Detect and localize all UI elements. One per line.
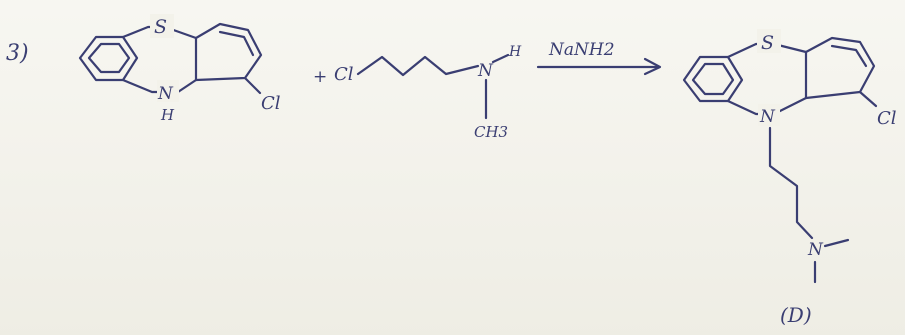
reactant-chlorine-label: Cl [334, 64, 354, 85]
n-hydrogen-bond [491, 53, 510, 64]
reactant-phenothiazine: S N H Cl [78, 14, 281, 124]
product-methyl-bond-right [823, 238, 850, 248]
nitrogen-atom-label: N [157, 84, 174, 104]
product-chlorine-label: Cl [877, 108, 897, 129]
reagent-label: NaNH2 [548, 40, 615, 60]
reaction-arrow: NaNH2 [536, 40, 662, 76]
amine-nitrogen-label: N [477, 61, 494, 81]
product-chlorpromazine: S N Cl N (D) [682, 29, 897, 327]
left-ring-inner-bonds [87, 42, 131, 74]
reactant-chloropropylamine: Cl N H CH3 [334, 44, 522, 141]
product-chlorine-bond [858, 90, 878, 108]
product-right-benzene-ring [804, 36, 876, 100]
right-ring-inner-bonds [218, 30, 255, 57]
left-benzene-ring [78, 35, 139, 82]
product-right-ring-inner-bonds [830, 44, 868, 68]
product-compound-label: (D) [780, 303, 812, 327]
propyl-chain-bonds [356, 55, 480, 77]
product-propyl-chain [768, 126, 814, 240]
product-ring-nitrogen-label: N [759, 107, 776, 127]
sulfur-atom-label: S [154, 16, 167, 38]
chlorine-bond [243, 76, 262, 95]
nh-hydrogen-label: H [160, 106, 175, 124]
plus-sign: + [313, 67, 327, 87]
chlorine-substituent-label: Cl [261, 93, 281, 114]
product-sulfur-label: S [761, 32, 774, 54]
product-left-ring-inner-bonds [691, 62, 735, 96]
arrow-head [643, 57, 662, 76]
methyl-label: CH3 [474, 123, 508, 141]
right-benzene-ring [194, 22, 263, 82]
product-left-benzene-ring [682, 55, 744, 103]
amine-hydrogen-label: H [508, 44, 522, 60]
step-number: 3) [6, 41, 29, 66]
product-amine-nitrogen-label: N [807, 240, 824, 260]
